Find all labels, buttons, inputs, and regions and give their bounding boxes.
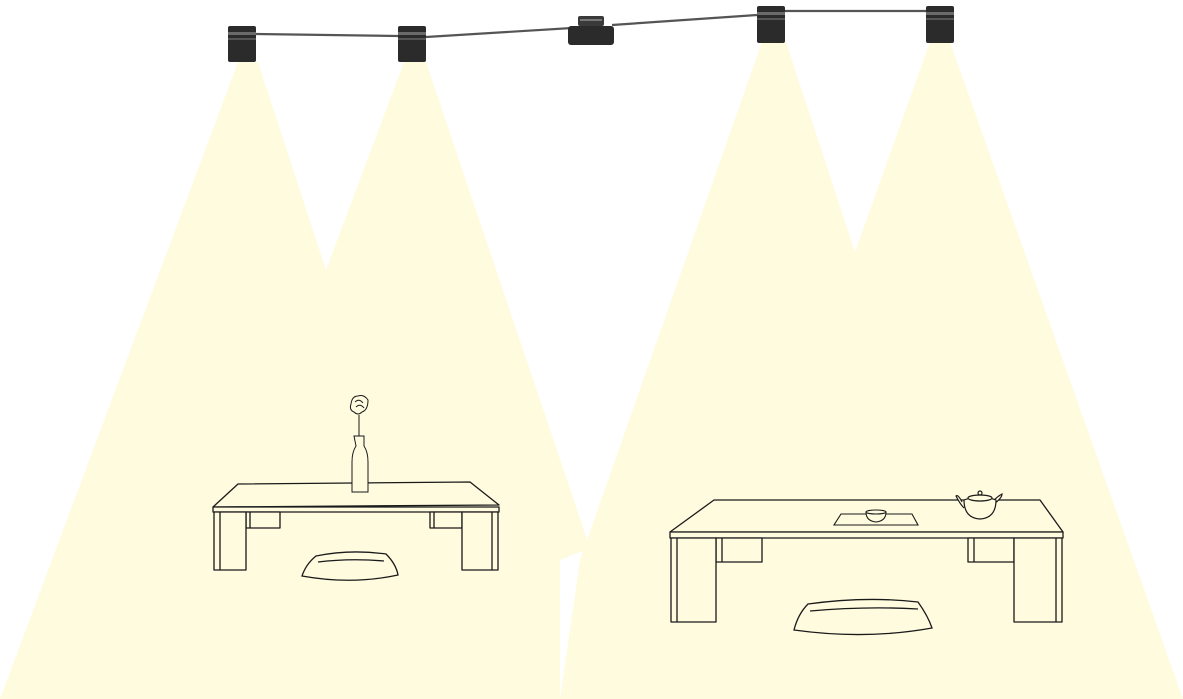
track-wire (255, 9, 926, 39)
floor-cushion-icon (793, 598, 933, 636)
light-beam (855, 42, 1183, 699)
light-beams (0, 42, 1183, 699)
teapot-icon (955, 490, 1003, 520)
spotlight-icon (926, 6, 954, 43)
low-table-icon (212, 481, 500, 571)
spotlight-icon (228, 26, 256, 62)
light-beam (580, 42, 855, 560)
track-driver-icon (568, 16, 614, 45)
flower-vase-icon (349, 395, 369, 493)
spotlight-icon (398, 26, 426, 62)
light-beam (326, 62, 590, 560)
spotlight-icon (757, 6, 785, 43)
tea-cup-icon (865, 509, 887, 523)
floor-cushion-icon (301, 551, 399, 581)
light-beam (0, 62, 326, 699)
